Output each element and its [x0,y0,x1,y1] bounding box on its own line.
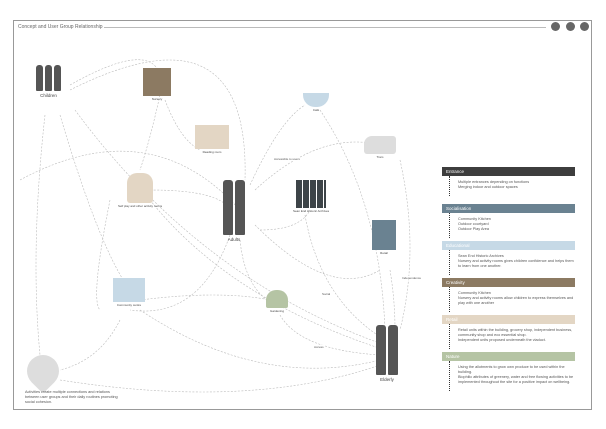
diagram-frame [13,20,592,410]
panel-line: Sean End Historic Archives [458,254,504,258]
building-icon [113,278,145,302]
adults-icon [222,180,246,236]
node-nursery[interactable]: Nursery [143,68,171,101]
node-adults[interactable]: Adults [222,180,246,242]
panel-header: Educational [442,241,575,250]
node-gardening[interactable]: Gardening [266,290,288,313]
sprout-icon [266,290,288,308]
children-group-icon [35,65,62,92]
node-archives[interactable]: Sean End Historic Archives [293,180,329,213]
node-elderly[interactable]: Elderly [375,325,399,382]
stacking-toy-icon [127,173,154,203]
node-retail[interactable]: Retail [372,220,396,255]
node-community-centre[interactable]: Community centre [113,278,145,307]
page-title: Concept and User Group Relationship [18,24,103,30]
node-children[interactable]: Children [35,65,62,98]
node-reading-room[interactable]: Reading room [195,125,229,154]
panel-line: Nursery and activity rooms allow childre… [458,296,574,305]
edge-label-independence: Independence [402,276,422,280]
panel-line: Outdoor Play Area [458,227,490,231]
panel-line: Retail units within the building, grocer… [458,328,573,337]
panel-line: Independent units proposed underneath th… [458,338,546,342]
node-tram[interactable]: Tram [364,136,396,159]
panel-line: Nursery and activity rooms gives childre… [458,259,574,268]
panel-line: Community Kitchen [458,217,491,221]
prev-button[interactable] [566,22,575,31]
elderly-icon [375,325,399,376]
panel-body: Multiple entrances depending on function… [449,176,575,196]
panel-line: Merging indoor and outdoor spaces [458,185,518,189]
panel-header: Socialisation [442,204,575,213]
heart-handshake-icon [20,348,66,394]
panel-header: Entrance [442,167,575,176]
books-icon [296,180,327,208]
edge-label-accessible: Accessible to users [274,157,300,161]
menu-button[interactable] [551,22,560,31]
edge-label-access: Access [314,345,324,349]
node-cafe[interactable]: Café [303,85,329,112]
edge-label-social: Social [322,292,331,296]
node-self-play[interactable]: Self play and other activity rooms [118,173,162,208]
panel-line: Using the allotments to grow own produce… [458,365,565,374]
grocery-bag-icon [372,220,396,250]
panel-header: Creativity [442,278,575,287]
open-book-icon [195,125,229,149]
panel-body: Using the allotments to grow own produce… [449,361,575,391]
panel-body: Retail units within the building, grocer… [449,324,575,349]
panel-line: Biophilic attributes of greenery, water … [458,375,574,384]
panel-line: Community Kitchen [458,291,491,295]
alphabet-block-icon [143,68,171,96]
panel-header: Retail [442,315,575,324]
panel-line: Outdoor courtyard [458,222,489,226]
title-divider [104,27,546,28]
diagram-caption: Activities create multiple connections a… [25,390,118,404]
coffee-cup-icon [303,93,329,107]
tram-icon [364,136,396,154]
panel-header: Nature [442,352,575,361]
panel-line: Multiple entrances depending on function… [458,180,530,184]
next-button[interactable] [580,22,589,31]
